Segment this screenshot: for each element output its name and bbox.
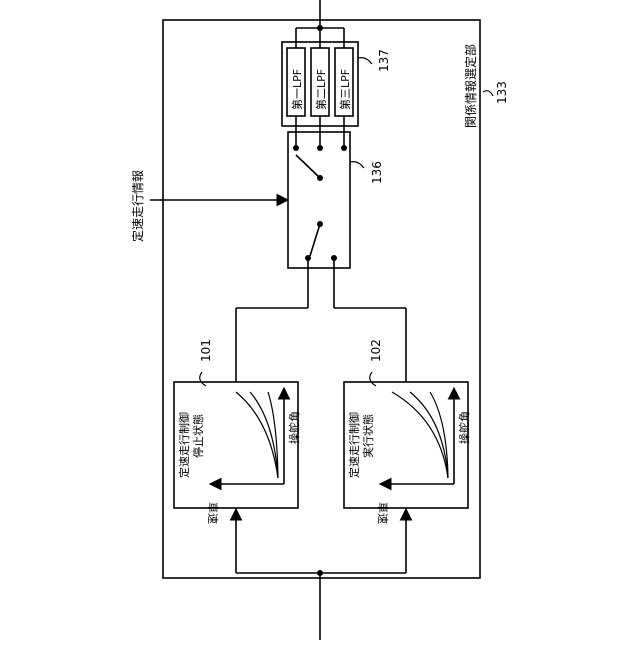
lpf-3-label: 第三LPF [338, 69, 352, 110]
switch-blade-lower [310, 224, 320, 256]
lpf-ref-leader [358, 58, 372, 64]
map-101-x-label: 操舵角 [287, 411, 301, 444]
switch-ref: 136 [370, 161, 384, 184]
outer-ref-leader [483, 91, 493, 96]
lpf-2-label: 第二LPF [314, 69, 328, 110]
map-101-title: 定速走行制御 [177, 412, 191, 478]
map-101-y-label: 車速 [206, 502, 220, 524]
map-102-x-label: 操舵角 [457, 411, 471, 444]
switch-contact-1 [293, 145, 299, 151]
switch-blade-upper [296, 155, 320, 178]
map-102-curve-2 [410, 392, 448, 478]
constant-speed-input-label: 定速走行情報 [130, 170, 145, 242]
switch-contact-3 [341, 145, 347, 151]
map-101-subtitle: 停止状態 [191, 414, 205, 458]
switch-ref-leader [350, 162, 364, 168]
lpf-1-label: 第一LPF [290, 69, 304, 110]
map-102-subtitle: 実行状態 [361, 414, 375, 458]
outer-block-label: 関係情報選定部 [463, 44, 478, 128]
outer-block-ref: 133 [495, 81, 509, 104]
map-102-y-label: 車速 [376, 502, 390, 524]
lpf-group-ref: 137 [377, 49, 391, 72]
map-101-ref-leader [200, 372, 206, 386]
map-101-ref: 101 [199, 339, 213, 362]
map-101-curve-2 [250, 392, 278, 478]
switch-contact-2 [317, 145, 323, 151]
map-102-title: 定速走行制御 [347, 412, 361, 478]
map-102-ref-leader [370, 372, 376, 386]
switch-block [288, 132, 350, 268]
map-102-ref: 102 [369, 339, 383, 362]
